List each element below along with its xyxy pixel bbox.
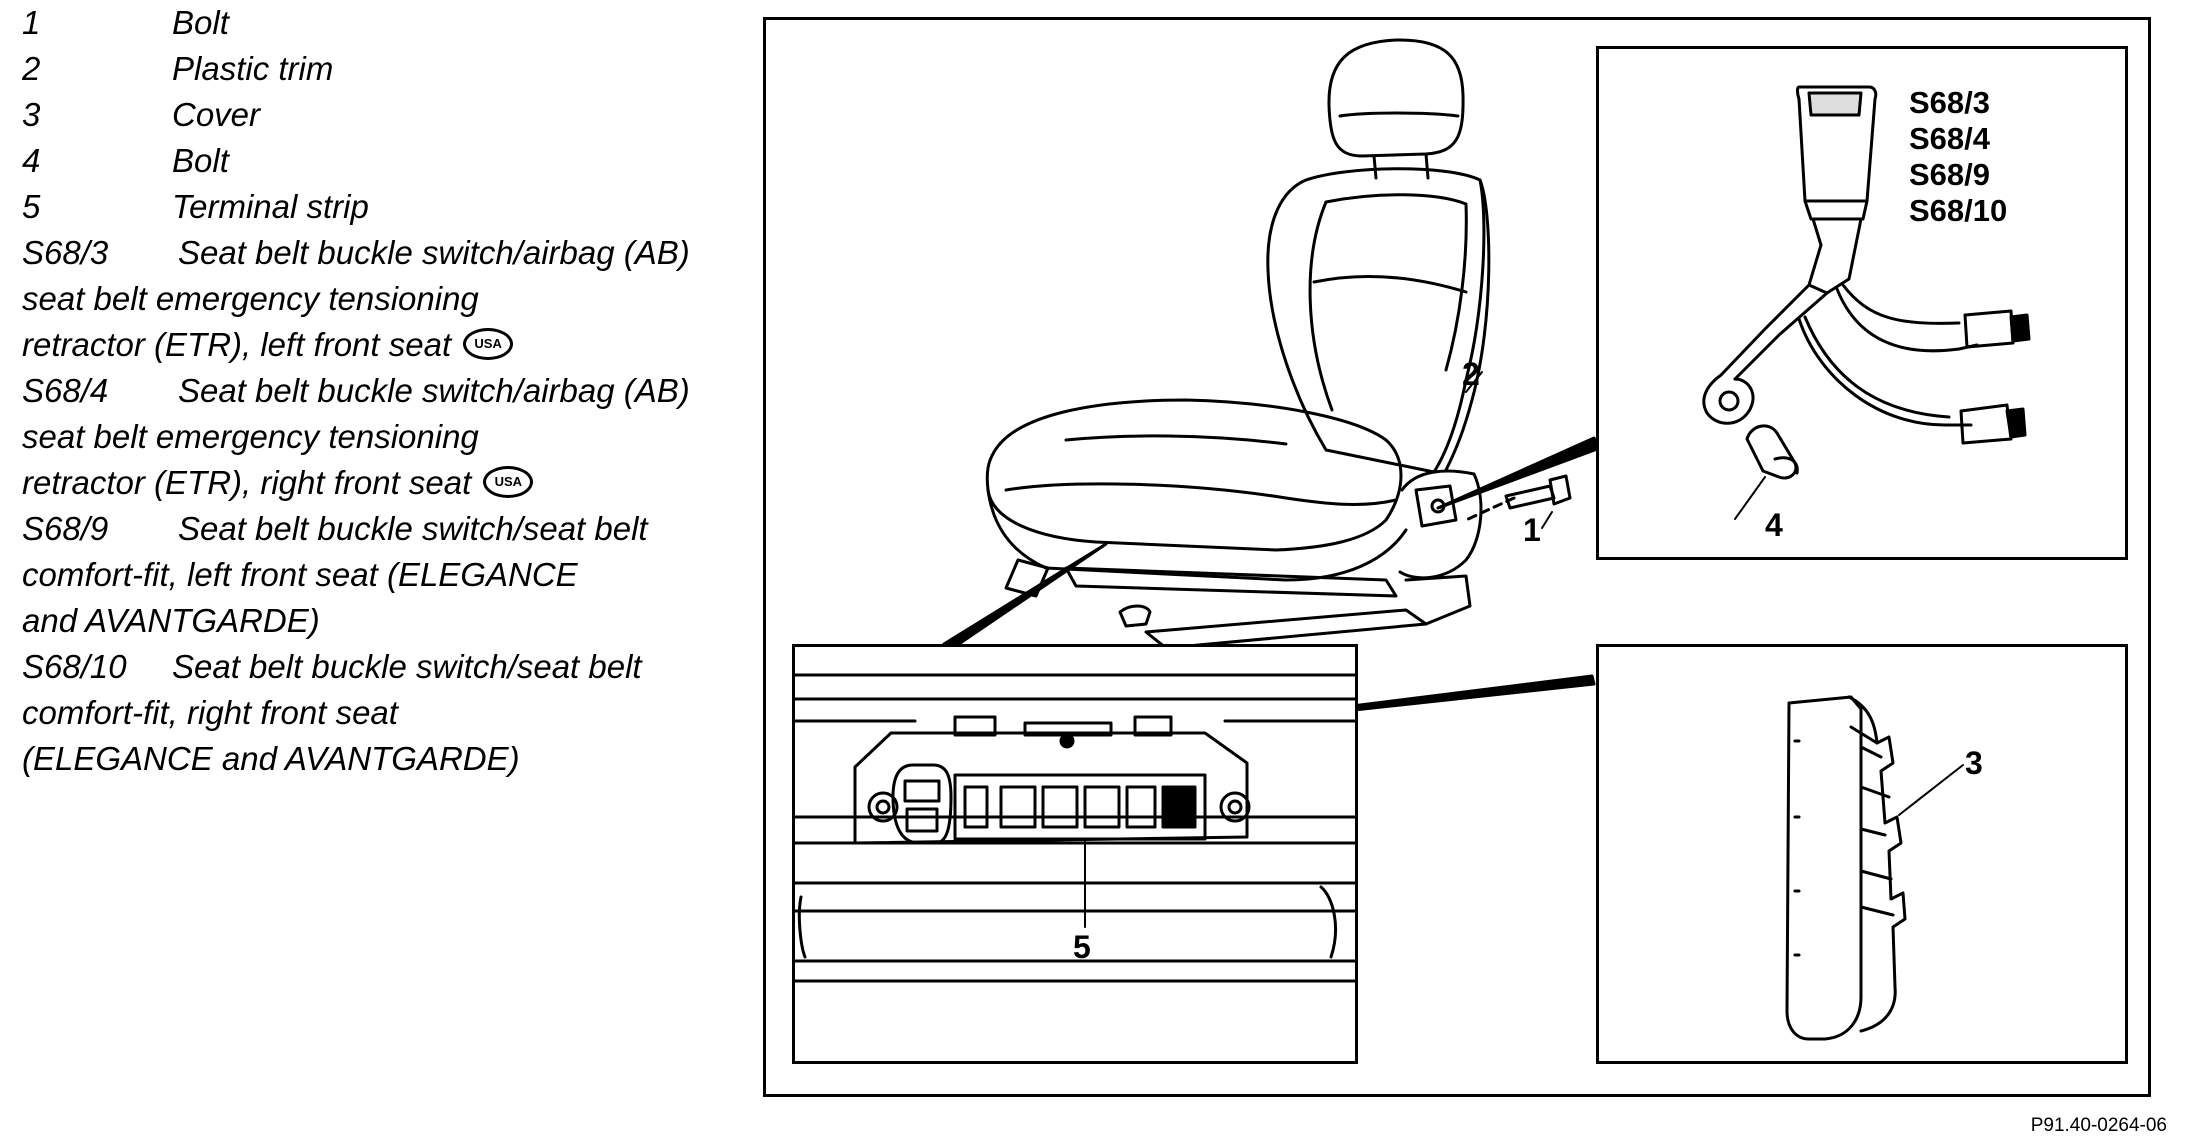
legend-code: 1 (22, 4, 41, 41)
legend: 1 Bolt 2 Plastic trim 3 Cover 4 Bolt 5 T… (22, 0, 742, 782)
legend-text-cont: seat belt emergency tensioning (22, 418, 479, 455)
legend-text-cont: comfort-fit, left front seat (ELEGANCE (22, 556, 578, 593)
usa-badge-icon: USA (463, 328, 514, 361)
part-code: S68/9 (1909, 157, 1991, 192)
buckle-switch-drawing (1702, 85, 2031, 520)
inset-terminal-strip: 5 (792, 644, 1358, 1064)
legend-text-cont: and AVANTGARDE) (22, 602, 320, 639)
legend-item-s68-4: S68/4 Seat belt buckle switch/airbag (AB… (22, 368, 742, 506)
callout-3: 3 (1965, 745, 1983, 781)
figure-id: P91.40-0264-06 (2030, 1115, 2167, 1136)
inset-buckle-switch: S68/3 S68/4 S68/9 S68/10 4 (1596, 46, 2128, 560)
legend-code: S68/10 (22, 648, 127, 685)
legend-text: Cover (172, 96, 261, 133)
inset-cover: 3 (1596, 644, 2128, 1064)
legend-text: Seat belt buckle switch/seat belt (172, 648, 642, 685)
legend-code: 2 (22, 50, 41, 87)
legend-code: S68/4 (22, 372, 109, 409)
legend-code: S68/3 (22, 234, 109, 271)
usa-badge-icon: USA (483, 466, 534, 499)
legend-text-cont: retractor (ETR), right front seat (22, 464, 472, 501)
legend-text: Seat belt buckle switch/airbag (AB) (178, 234, 690, 271)
legend-item-5: 5 Terminal strip (22, 184, 742, 230)
part-code: S68/4 (1909, 121, 1991, 156)
legend-text-cont: (ELEGANCE and AVANTGARDE) (22, 740, 520, 777)
legend-text: Terminal strip (172, 188, 369, 225)
part-code: S68/3 (1909, 85, 1991, 120)
legend-text-cont: comfort-fit, right front seat (22, 694, 398, 731)
legend-text: Bolt (172, 4, 229, 41)
legend-text: Bolt (172, 142, 229, 179)
legend-code: 5 (22, 188, 41, 225)
terminal-strip-drawing (795, 673, 1355, 983)
legend-item-s68-10: S68/10 Seat belt buckle switch/seat belt… (22, 644, 742, 782)
legend-item-4: 4 Bolt (22, 138, 742, 184)
legend-code: 4 (22, 142, 41, 179)
part-code: S68/10 (1909, 193, 2008, 228)
legend-text-cont: seat belt emergency tensioning (22, 280, 479, 317)
legend-item-3: 3 Cover (22, 92, 742, 138)
legend-code: 3 (22, 96, 41, 133)
legend-item-s68-3: S68/3 Seat belt buckle switch/airbag (AB… (22, 230, 742, 368)
legend-text-cont: retractor (ETR), left front seat (22, 326, 452, 363)
legend-text: Seat belt buckle switch/seat belt (178, 510, 648, 547)
legend-code: S68/9 (22, 510, 109, 547)
legend-item-2: 2 Plastic trim (22, 46, 742, 92)
part-codes: S68/3 S68/4 S68/9 S68/10 (1909, 85, 2007, 229)
callout-1: 1 (1523, 512, 1541, 548)
legend-item-s68-9: S68/9 Seat belt buckle switch/seat belt … (22, 506, 742, 644)
callout-5: 5 (1073, 929, 1091, 965)
cover-drawing (1785, 695, 1964, 1041)
callout-4: 4 (1765, 507, 1783, 543)
legend-text: Plastic trim (172, 50, 334, 87)
legend-text: Seat belt buckle switch/airbag (AB) (178, 372, 690, 409)
legend-item-1: 1 Bolt (22, 0, 742, 46)
seat-belt-diagram: 2 1 (763, 17, 2151, 1097)
callout-2: 2 (1462, 356, 1480, 392)
